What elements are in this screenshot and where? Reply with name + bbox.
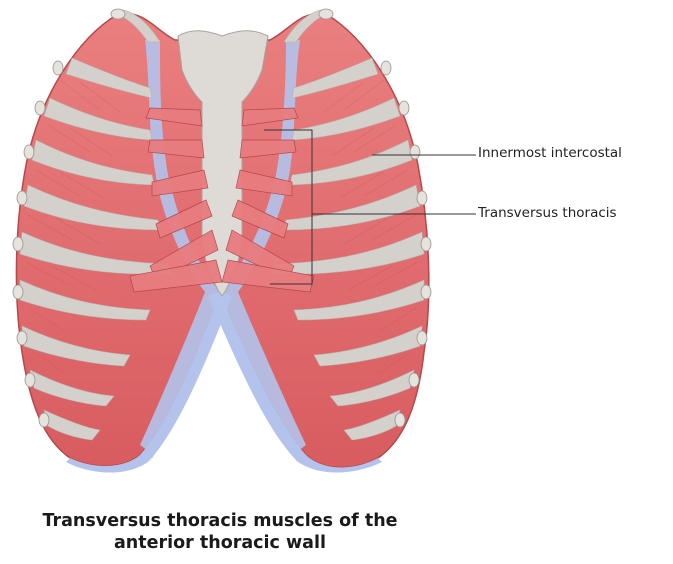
label-transversus-thoracis: Transversus thoracis [478, 205, 617, 221]
figure-caption: Transversus thoracis muscles of the ante… [0, 510, 440, 554]
caption-line-2: anterior thoracic wall [0, 532, 440, 554]
caption-line-1: Transversus thoracis muscles of the [0, 510, 440, 532]
label-innermost-intercostal: Innermost intercostal [478, 145, 622, 161]
